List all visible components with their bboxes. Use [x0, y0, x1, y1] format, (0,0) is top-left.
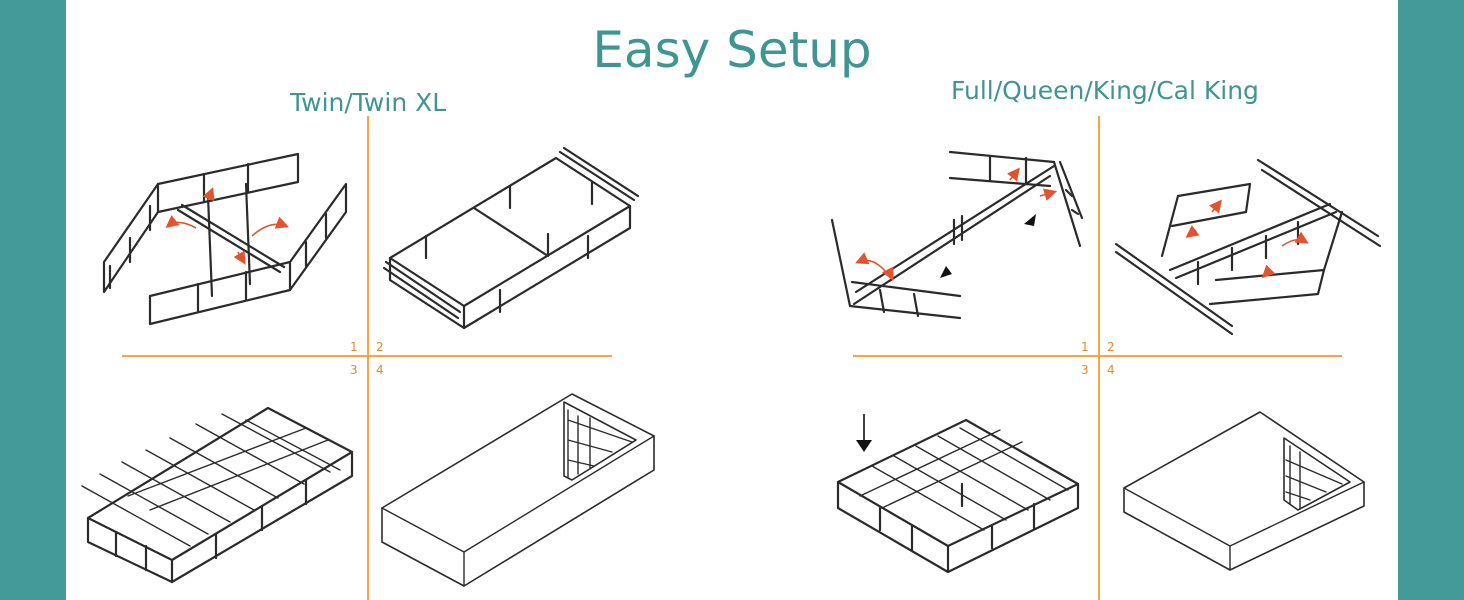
full-step-2-label: 2: [1107, 340, 1115, 354]
full-step-1-label: 1: [1081, 340, 1089, 354]
twin-step-1-frame-unfolding: [102, 152, 348, 326]
twin-step-1-label: 1: [350, 340, 358, 354]
right-side-bar: [1398, 0, 1464, 600]
twin-step-2-frame-unfolded: [382, 146, 640, 330]
page-title: Easy Setup: [592, 21, 872, 79]
left-side-bar: [0, 0, 66, 600]
full-step-1-frame-unfolding: [830, 150, 1084, 320]
full-section-label: Full/Queen/King/Cal King: [951, 76, 1259, 105]
twin-step-4-label: 4: [376, 363, 384, 377]
twin-quadrant-divider: [122, 116, 612, 600]
full-step-4-covered-foundation: [1123, 411, 1365, 571]
twin-step-4-covered-foundation: [381, 393, 655, 587]
full-step-3-label: 3: [1081, 363, 1089, 377]
full-quadrant-divider: [853, 116, 1342, 600]
twin-step-3-frame-with-slats: [81, 406, 354, 584]
twin-section-label: Twin/Twin XL: [290, 88, 447, 117]
full-step-2-frames-unfolding: [1114, 158, 1382, 336]
twin-step-2-label: 2: [376, 340, 384, 354]
full-step-3-frame-with-slats: [836, 414, 1080, 574]
full-step-4-label: 4: [1107, 363, 1115, 377]
twin-step-3-label: 3: [350, 363, 358, 377]
